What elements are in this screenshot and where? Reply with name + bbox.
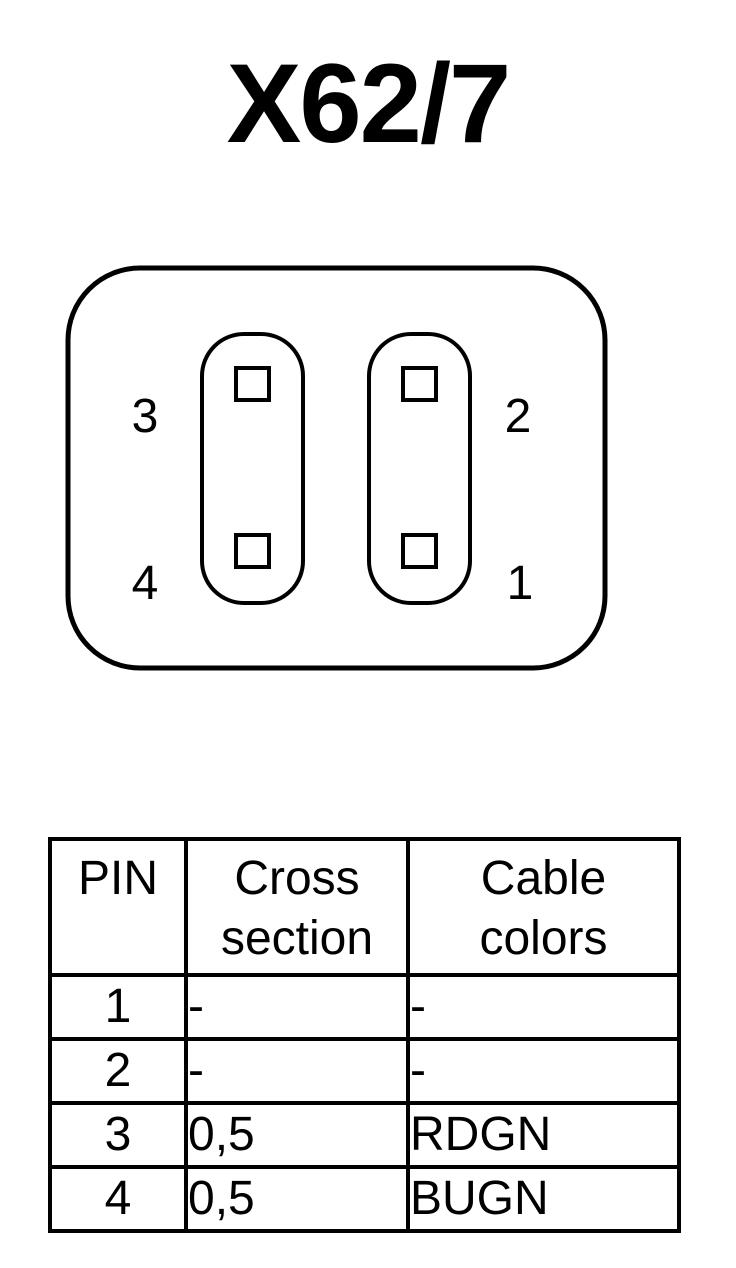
cell-cable-color: RDGN [406, 1101, 681, 1169]
cell-pin: 2 [48, 1037, 188, 1105]
cell-cross-section: 0,5 [184, 1101, 410, 1169]
pin-4-contact [234, 533, 271, 569]
cell-cable-color: BUGN [406, 1165, 681, 1233]
pin-label-1: 1 [507, 557, 534, 610]
contact-slot-left [200, 332, 305, 605]
cell-cross-section: - [184, 973, 410, 1041]
pin-label-4: 4 [132, 557, 159, 610]
table-row: 1 - - [48, 973, 681, 1041]
header-cross-section: Cross section [184, 837, 410, 977]
connector-diagram: 3 4 2 1 [65, 265, 608, 671]
pin-1-contact [401, 533, 438, 569]
pin-2-contact [401, 366, 438, 402]
table-header-row: PIN Cross section Cable colors [48, 837, 681, 977]
connector-title: X62/7 [226, 41, 512, 166]
pin-3-contact [234, 366, 271, 402]
cell-cross-section: - [184, 1037, 410, 1105]
cell-cable-color: - [406, 973, 681, 1041]
cell-cable-color: - [406, 1037, 681, 1105]
contact-slot-right [367, 332, 472, 605]
pin-label-3: 3 [132, 390, 159, 443]
table-row: 3 0,5 RDGN [48, 1101, 681, 1169]
cell-pin: 3 [48, 1101, 188, 1169]
connector-housing [65, 265, 608, 671]
header-pin: PIN [48, 837, 188, 977]
table-row: 2 - - [48, 1037, 681, 1105]
cell-pin: 1 [48, 973, 188, 1041]
header-cable-colors: Cable colors [406, 837, 681, 977]
pin-assignment-table: PIN Cross section Cable colors 1 - - 2 -… [48, 837, 681, 1233]
pin-label-2: 2 [505, 390, 532, 443]
table-row: 4 0,5 BUGN [48, 1165, 681, 1233]
cell-cross-section: 0,5 [184, 1165, 410, 1233]
cell-pin: 4 [48, 1165, 188, 1233]
